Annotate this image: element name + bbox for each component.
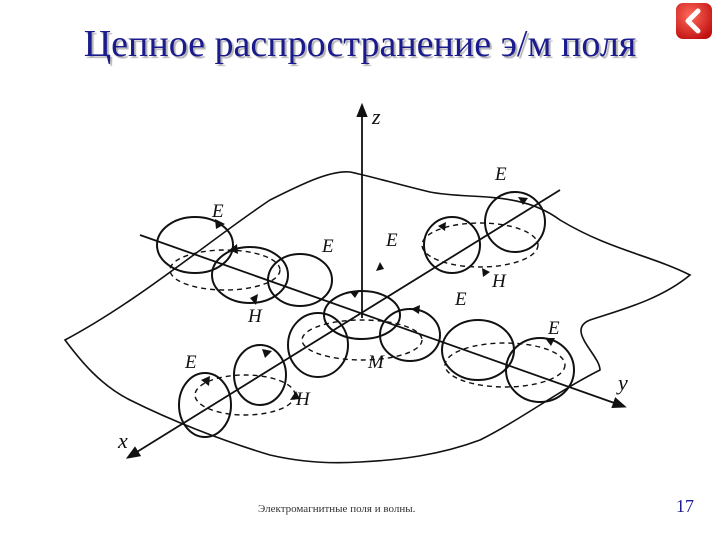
slide-title: Цепное распространение э/м поля [83,23,637,65]
z-axis-label: z [371,104,381,129]
h-loop-dashed [421,222,539,268]
e-loop [267,253,333,307]
h-loop [323,290,401,340]
e-label: E [211,201,224,222]
e-label: E [385,230,398,251]
h-label: H [295,389,311,410]
e-loop [211,246,289,304]
loop-arrow [376,262,384,271]
loop-arrow [290,391,300,400]
loop-arrow [350,290,360,298]
plane-surface [63,171,692,464]
loop-arrow [545,338,555,346]
e-loop [178,372,232,438]
e-loop [233,344,287,406]
loop-arrow [201,376,210,386]
x-axis [125,189,561,459]
loop-arrow [518,197,528,205]
y-axis-label: y [616,370,628,395]
x-axis-label: x [117,428,128,453]
h-loop-dashed [169,249,281,291]
loop-arrow [215,219,225,229]
loop-arrow [229,244,238,254]
loop-arrow [262,349,272,358]
e-label: E [184,352,197,373]
e-loop [156,216,234,274]
e-label: E [321,236,334,257]
chevron-left-icon [685,8,701,34]
loop-arrow [411,305,420,314]
e-loop [287,312,349,378]
e-loop [423,216,481,274]
loop-arrow [250,294,258,305]
back-button[interactable] [672,0,716,42]
page-number: 17 [676,496,694,516]
h-loop-dashed [444,342,566,388]
h-label: H [247,306,263,327]
h-loop-dashed [301,319,423,361]
e-loop [484,191,546,253]
e-label: E [454,289,467,310]
loop-arrow [482,268,490,277]
footer-text: Электромагнитные поля и волны. [258,503,416,515]
loop-arrow [438,222,446,231]
e-label: E [494,164,507,185]
y-axis [139,234,627,409]
e-loop [441,319,515,381]
e-label: E [547,318,560,339]
h-label: H [491,271,507,292]
origin-label: M [367,352,385,373]
e-loop [379,308,441,362]
e-loop [505,337,575,403]
